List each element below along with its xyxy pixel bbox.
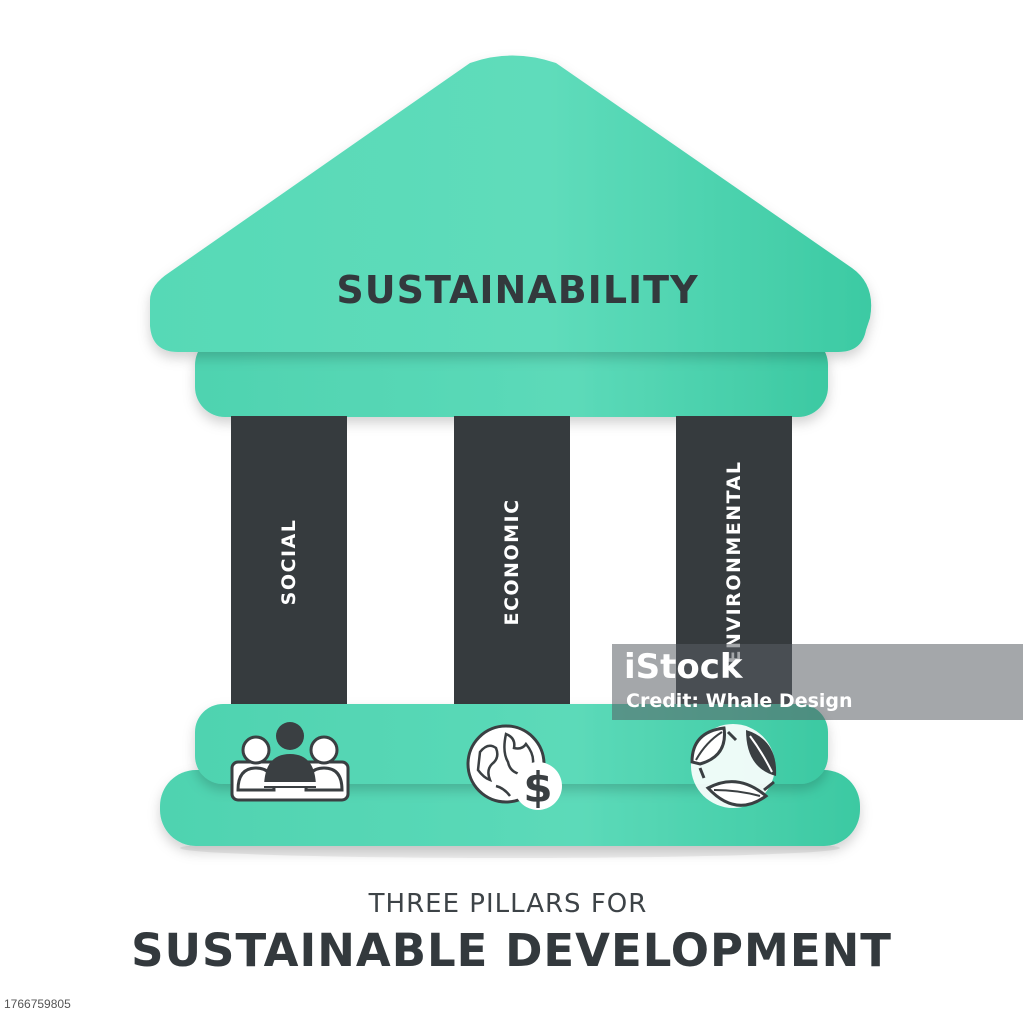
pillar-social bbox=[231, 416, 347, 712]
svg-text:$: $ bbox=[523, 763, 552, 812]
footer-title: SUSTAINABLE DEVELOPMENT bbox=[131, 924, 892, 977]
pillar-label-social: SOCIAL bbox=[278, 518, 300, 606]
watermark-box bbox=[612, 644, 1023, 720]
pillar-economic bbox=[454, 416, 570, 712]
pillar-label-environmental: ENVIRONMENTAL bbox=[723, 460, 745, 664]
roof-title: SUSTAINABILITY bbox=[336, 268, 699, 312]
watermark-logo: iStock bbox=[624, 647, 743, 687]
people-group-icon bbox=[230, 722, 350, 802]
watermark-credit: Credit: Whale Design bbox=[626, 690, 853, 712]
roof-band bbox=[195, 335, 828, 417]
temple-graphic: $ bbox=[150, 55, 872, 858]
stock-id: 1766759805 bbox=[0, 993, 94, 1015]
three-leaves-icon bbox=[690, 724, 777, 808]
footer-subtitle: THREE PILLARS FOR bbox=[368, 889, 648, 919]
pillar-label-economic: ECONOMIC bbox=[501, 498, 523, 626]
globe-dollar-icon: $ bbox=[466, 724, 562, 812]
roof bbox=[150, 55, 872, 352]
